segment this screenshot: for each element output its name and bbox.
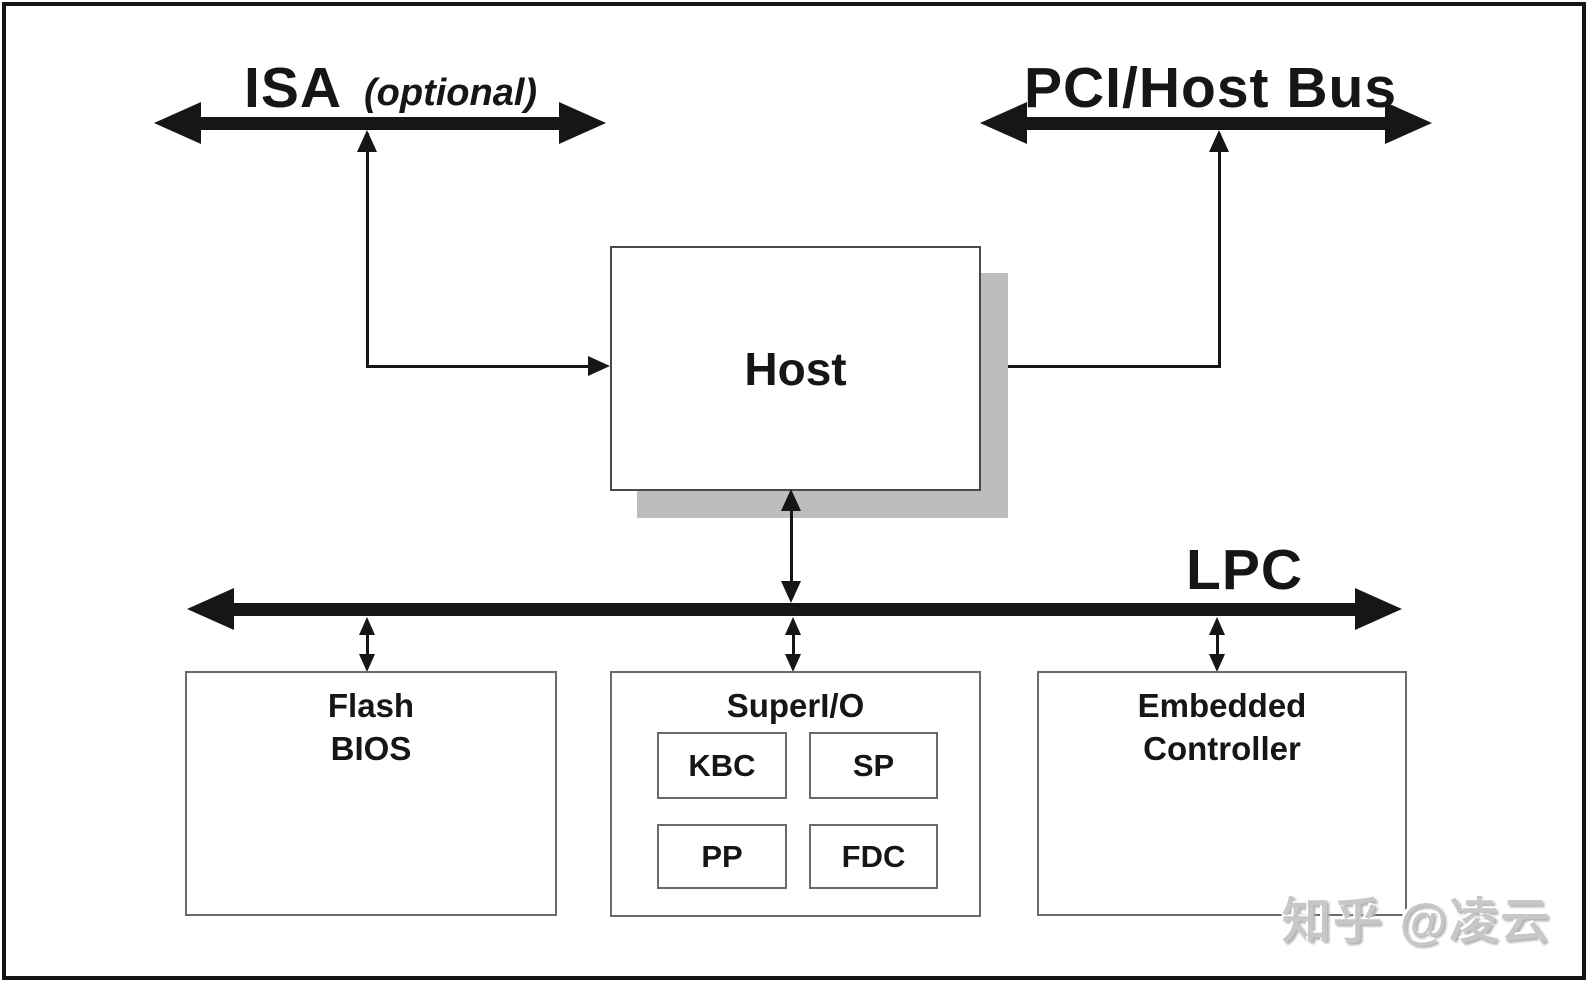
- arrowhead-down-icon: [1209, 654, 1225, 672]
- pci-bus-label: PCI/Host Bus: [1024, 56, 1398, 120]
- arrowhead-left-icon: [154, 102, 201, 144]
- arrowhead-right-icon: [1385, 102, 1432, 144]
- lpc-embedded-controller-arrow: [1209, 617, 1225, 672]
- fdc-box: FDC: [809, 824, 938, 889]
- isa-bus-label: ISA: [244, 56, 343, 120]
- connector-horizontal-line: [366, 365, 590, 368]
- arrowhead-left-icon: [187, 588, 234, 630]
- arrowhead-down-icon: [781, 581, 801, 603]
- arrowhead-right-icon: [1355, 588, 1402, 630]
- lpc-superio-arrow: [785, 617, 801, 672]
- embedded-controller-label: Embedded Controller: [1137, 687, 1307, 767]
- connector-vertical-line: [366, 133, 369, 366]
- connector-horizontal-line: [1001, 365, 1221, 368]
- flash-bios-box: Flash BIOS: [185, 671, 557, 916]
- embedded-controller-box: Embedded Controller: [1037, 671, 1407, 916]
- host-box: Host: [610, 246, 981, 491]
- sp-box: SP: [809, 732, 938, 799]
- watermark: 知乎 @凌云: [1282, 895, 1552, 949]
- lpc-bus-label: LPC: [1186, 538, 1303, 602]
- arrowhead-left-icon: [979, 356, 1001, 376]
- arrowhead-up-icon: [781, 489, 801, 511]
- host-lpc-arrow: [781, 489, 801, 603]
- connector-vertical-line: [1218, 133, 1221, 366]
- arrowhead-up-icon: [359, 617, 375, 635]
- isa-bus-line: [178, 117, 564, 130]
- connector-vertical-line: [365, 629, 369, 660]
- arrowhead-right-icon: [588, 356, 610, 376]
- host-label: Host: [744, 342, 847, 395]
- pp-box: PP: [657, 824, 787, 889]
- connector-vertical-line: [1215, 629, 1219, 660]
- arrowhead-right-icon: [559, 102, 606, 144]
- connector-vertical-line: [791, 629, 795, 660]
- kbc-box: KBC: [657, 732, 787, 799]
- arrowhead-down-icon: [359, 654, 375, 672]
- fdc-label: FDC: [841, 838, 906, 874]
- superio-box: SuperI/O KBC SP PP FDC: [610, 671, 981, 917]
- isa-bus-qualifier: (optional): [364, 72, 538, 114]
- connector-vertical-line: [789, 505, 793, 587]
- lpc-flashbios-arrow: [359, 617, 375, 672]
- arrowhead-up-icon: [1209, 617, 1225, 635]
- kbc-label: KBC: [688, 747, 756, 783]
- pci-bus-line: [1004, 117, 1390, 130]
- arrowhead-down-icon: [785, 654, 801, 672]
- superio-label: SuperI/O: [726, 687, 865, 724]
- arrowhead-left-icon: [980, 102, 1027, 144]
- sp-label: SP: [852, 747, 895, 783]
- flash-bios-label: Flash BIOS: [327, 687, 415, 767]
- lpc-bus-line: [212, 603, 1372, 616]
- arrowhead-up-icon: [785, 617, 801, 635]
- pp-label: PP: [701, 838, 743, 874]
